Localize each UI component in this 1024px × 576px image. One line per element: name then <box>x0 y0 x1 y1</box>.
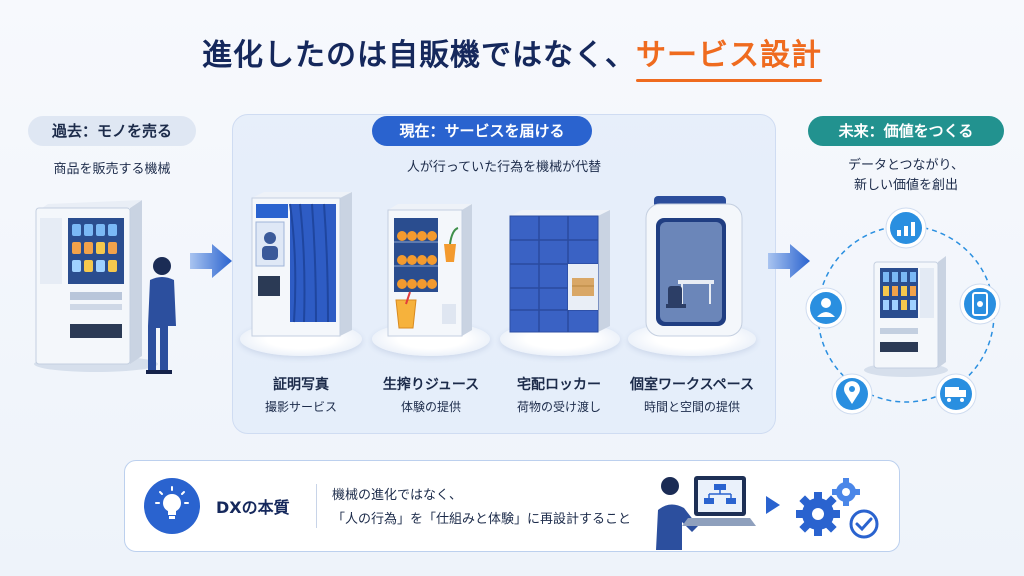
essence-title: DXの本質 <box>216 498 290 517</box>
item-name: 宅配ロッカー <box>517 377 601 393</box>
future-desc-line2: 新しい価値を創出 <box>853 178 958 193</box>
smartphone-icon <box>959 283 1001 325</box>
user-icon <box>805 287 847 329</box>
present-desc: 人が行っていた行為を機械が代替 <box>406 160 602 175</box>
vending-machine-illustration <box>34 200 176 374</box>
arrow-right-icon <box>768 244 810 278</box>
future-label: 未来：価値をつくる <box>808 116 1004 146</box>
essence-line1: 機械の進化ではなく、 <box>332 488 463 503</box>
item-name: 証明写真 <box>273 377 329 393</box>
chart-icon <box>885 207 927 249</box>
arrow-right-icon <box>190 244 232 278</box>
gear-icon <box>796 478 879 539</box>
photo-booth-illustration <box>251 192 352 337</box>
item-sub: 時間と空間の提供 <box>643 400 740 414</box>
delivery-locker-illustration <box>509 210 610 333</box>
past-desc: 商品を販売する機械 <box>53 162 171 177</box>
location-pin-icon <box>831 373 873 415</box>
work-booth-illustration <box>645 196 743 337</box>
title-main: 進化したのは自販機ではなく、 <box>202 38 636 73</box>
past-label: 過去：モノを売る <box>28 116 196 146</box>
item-sub: 撮影サービス <box>264 400 337 414</box>
lightbulb-icon <box>144 478 200 534</box>
divider <box>316 484 317 528</box>
juice-machine-illustration <box>387 204 472 337</box>
essence-line2: 「人の行為」を「仕組みと体験」に再設計すること <box>332 512 632 527</box>
connected-machine-illustration <box>805 207 1001 415</box>
present-label: 現在：サービスを届ける <box>372 116 592 146</box>
title-highlight: サービス設計 <box>636 30 822 82</box>
arrow-right-icon <box>766 496 780 514</box>
checkmark-icon <box>849 509 879 539</box>
future-desc-line1: データとつながり、 <box>848 158 964 173</box>
item-sub: 体験の提供 <box>400 400 461 414</box>
item-sub: 荷物の受け渡し <box>516 400 601 414</box>
page-title: 進化したのは自販機ではなく、サービス設計 <box>0 30 1024 82</box>
item-name: 個室ワークスペース <box>630 377 754 393</box>
item-name: 生搾りジュース <box>382 377 480 393</box>
laptop-icon <box>656 476 756 550</box>
truck-icon <box>935 373 977 415</box>
